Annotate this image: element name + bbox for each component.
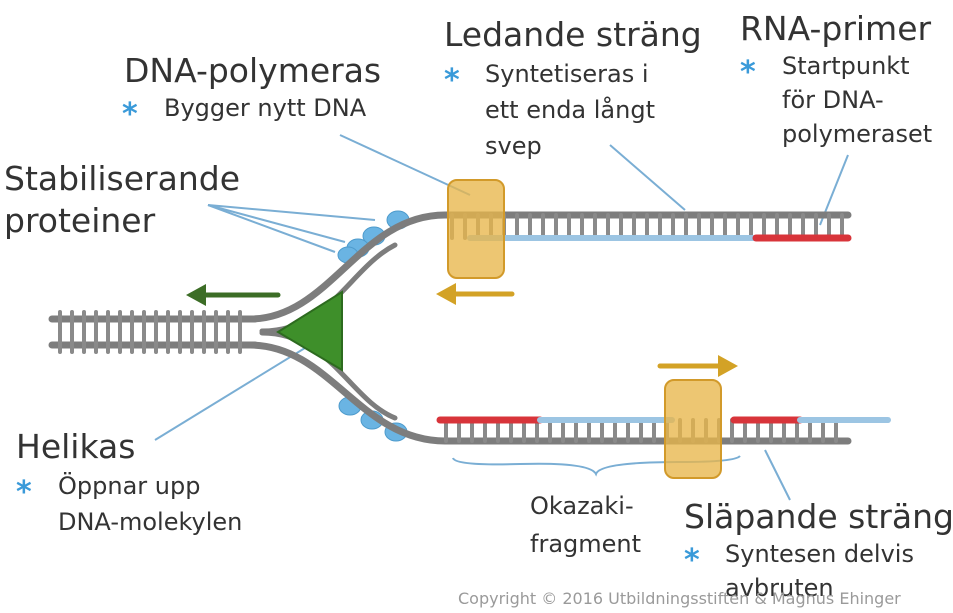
leader-stabilizing-1 <box>207 204 376 221</box>
label-dna-polymerase: DNA-polymeras <box>124 51 381 90</box>
bullet-icon: * <box>16 475 32 510</box>
lagging-synthesis-arrow <box>657 355 738 377</box>
desc-lagging-strand-2: avbruten <box>725 574 834 602</box>
helicase-enzyme <box>276 290 343 372</box>
leading-synthesis-arrow <box>436 283 515 305</box>
base-pairs-parent <box>58 310 242 354</box>
desc-lagging-strand-1: Syntesen delvis <box>725 540 914 568</box>
desc-leading-strand-1: Syntetiseras i <box>485 60 649 88</box>
bullet-icon: * <box>684 543 700 578</box>
desc-rna-primer-1: Startpunkt <box>782 52 910 80</box>
leader-stabilizing-2 <box>207 204 346 243</box>
label-lagging-strand: Släpande sträng <box>684 497 953 536</box>
desc-leading-strand-3: svep <box>485 132 542 160</box>
label-stabilizing-proteins-1: Stabiliserande <box>4 159 240 198</box>
desc-helicase-1: Öppnar upp <box>58 471 200 500</box>
label-rna-primer: RNA-primer <box>740 9 932 48</box>
helicase-direction-arrow <box>186 284 281 306</box>
bullet-icon: * <box>122 97 138 132</box>
desc-leading-strand-2: ett enda långt <box>485 95 655 124</box>
fork-lower-outer <box>246 341 852 445</box>
desc-helicase-2: DNA-molekylen <box>58 508 242 536</box>
dna-polymerase-lagging <box>664 379 722 479</box>
desc-rna-primer-3: polymeraset <box>782 120 932 148</box>
copyright-notice: Copyright © 2016 Utbildningsstiften & Ma… <box>458 589 901 608</box>
bullet-icon: * <box>740 55 756 90</box>
leader-lagging-strand <box>764 449 791 501</box>
dna-polymerase-leading <box>447 179 505 279</box>
desc-dna-polymerase: Bygger nytt DNA <box>164 94 367 122</box>
desc-rna-primer-2: för DNA- <box>782 86 884 114</box>
label-leading-strand: Ledande sträng <box>444 15 702 54</box>
label-helicase: Helikas <box>16 427 135 466</box>
leader-leading-strand <box>609 144 686 211</box>
bullet-icon: * <box>444 63 460 98</box>
leader-stabilizing-3 <box>207 204 336 253</box>
label-stabilizing-proteins-2: proteiner <box>4 201 156 240</box>
label-okazaki-2: fragment <box>530 530 641 558</box>
label-okazaki-1: Okazaki- <box>530 492 634 520</box>
fork-upper-outer <box>246 211 852 323</box>
